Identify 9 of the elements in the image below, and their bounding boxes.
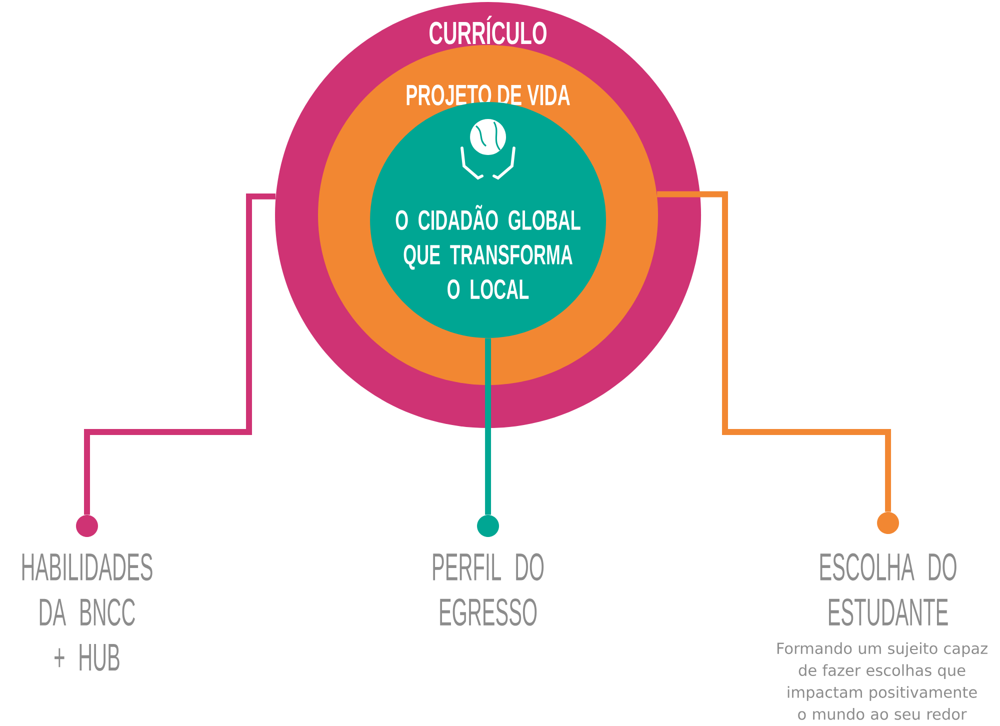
- end-dot: [477, 515, 500, 538]
- caption-text: Formando um sujeito capaz de fazer escolhas que impactam positivamente o mundo ao seu redor: [777, 642, 988, 720]
- end-dot: [76, 515, 98, 538]
- caption-heading: HABILIDADES DA BNCC + HUB: [22, 553, 152, 671]
- end-dot: [877, 512, 900, 534]
- connector-line: [485, 338, 492, 515]
- connector-line: [657, 191, 892, 512]
- caption-heading: PERFIL DO EGRESSO: [433, 553, 544, 626]
- caption-heading: ESCOLHA DO ESTUDANTE: [820, 553, 956, 626]
